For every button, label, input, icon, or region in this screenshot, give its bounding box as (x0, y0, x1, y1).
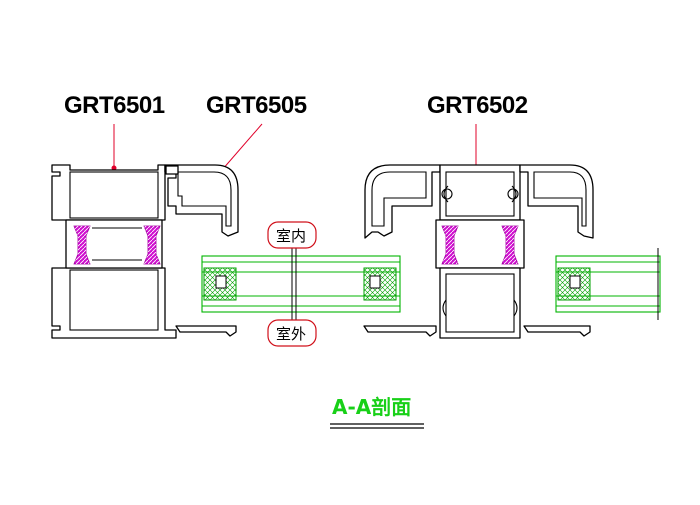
glass-panel-right (555, 248, 661, 320)
thermal-break-right (441, 225, 519, 265)
thermal-break-left (73, 225, 161, 265)
profile-label-grt6502: GRT6502 (427, 92, 528, 119)
indoor-bubble: 室内 (267, 221, 317, 249)
outdoor-label: 室外 (276, 325, 306, 343)
sash-profile-right-left (364, 164, 441, 239)
sash-profile-left (164, 164, 239, 237)
profile-label-grt6501: GRT6501 (64, 92, 165, 119)
sash-profile-right-right (519, 164, 594, 239)
outdoor-bubble: 室外 (267, 319, 317, 347)
profile-label-grt6505: GRT6505 (206, 92, 307, 119)
section-title: A-A剖面 (332, 395, 411, 419)
indoor-label: 室内 (276, 227, 306, 245)
glass-panel-middle (201, 248, 401, 320)
